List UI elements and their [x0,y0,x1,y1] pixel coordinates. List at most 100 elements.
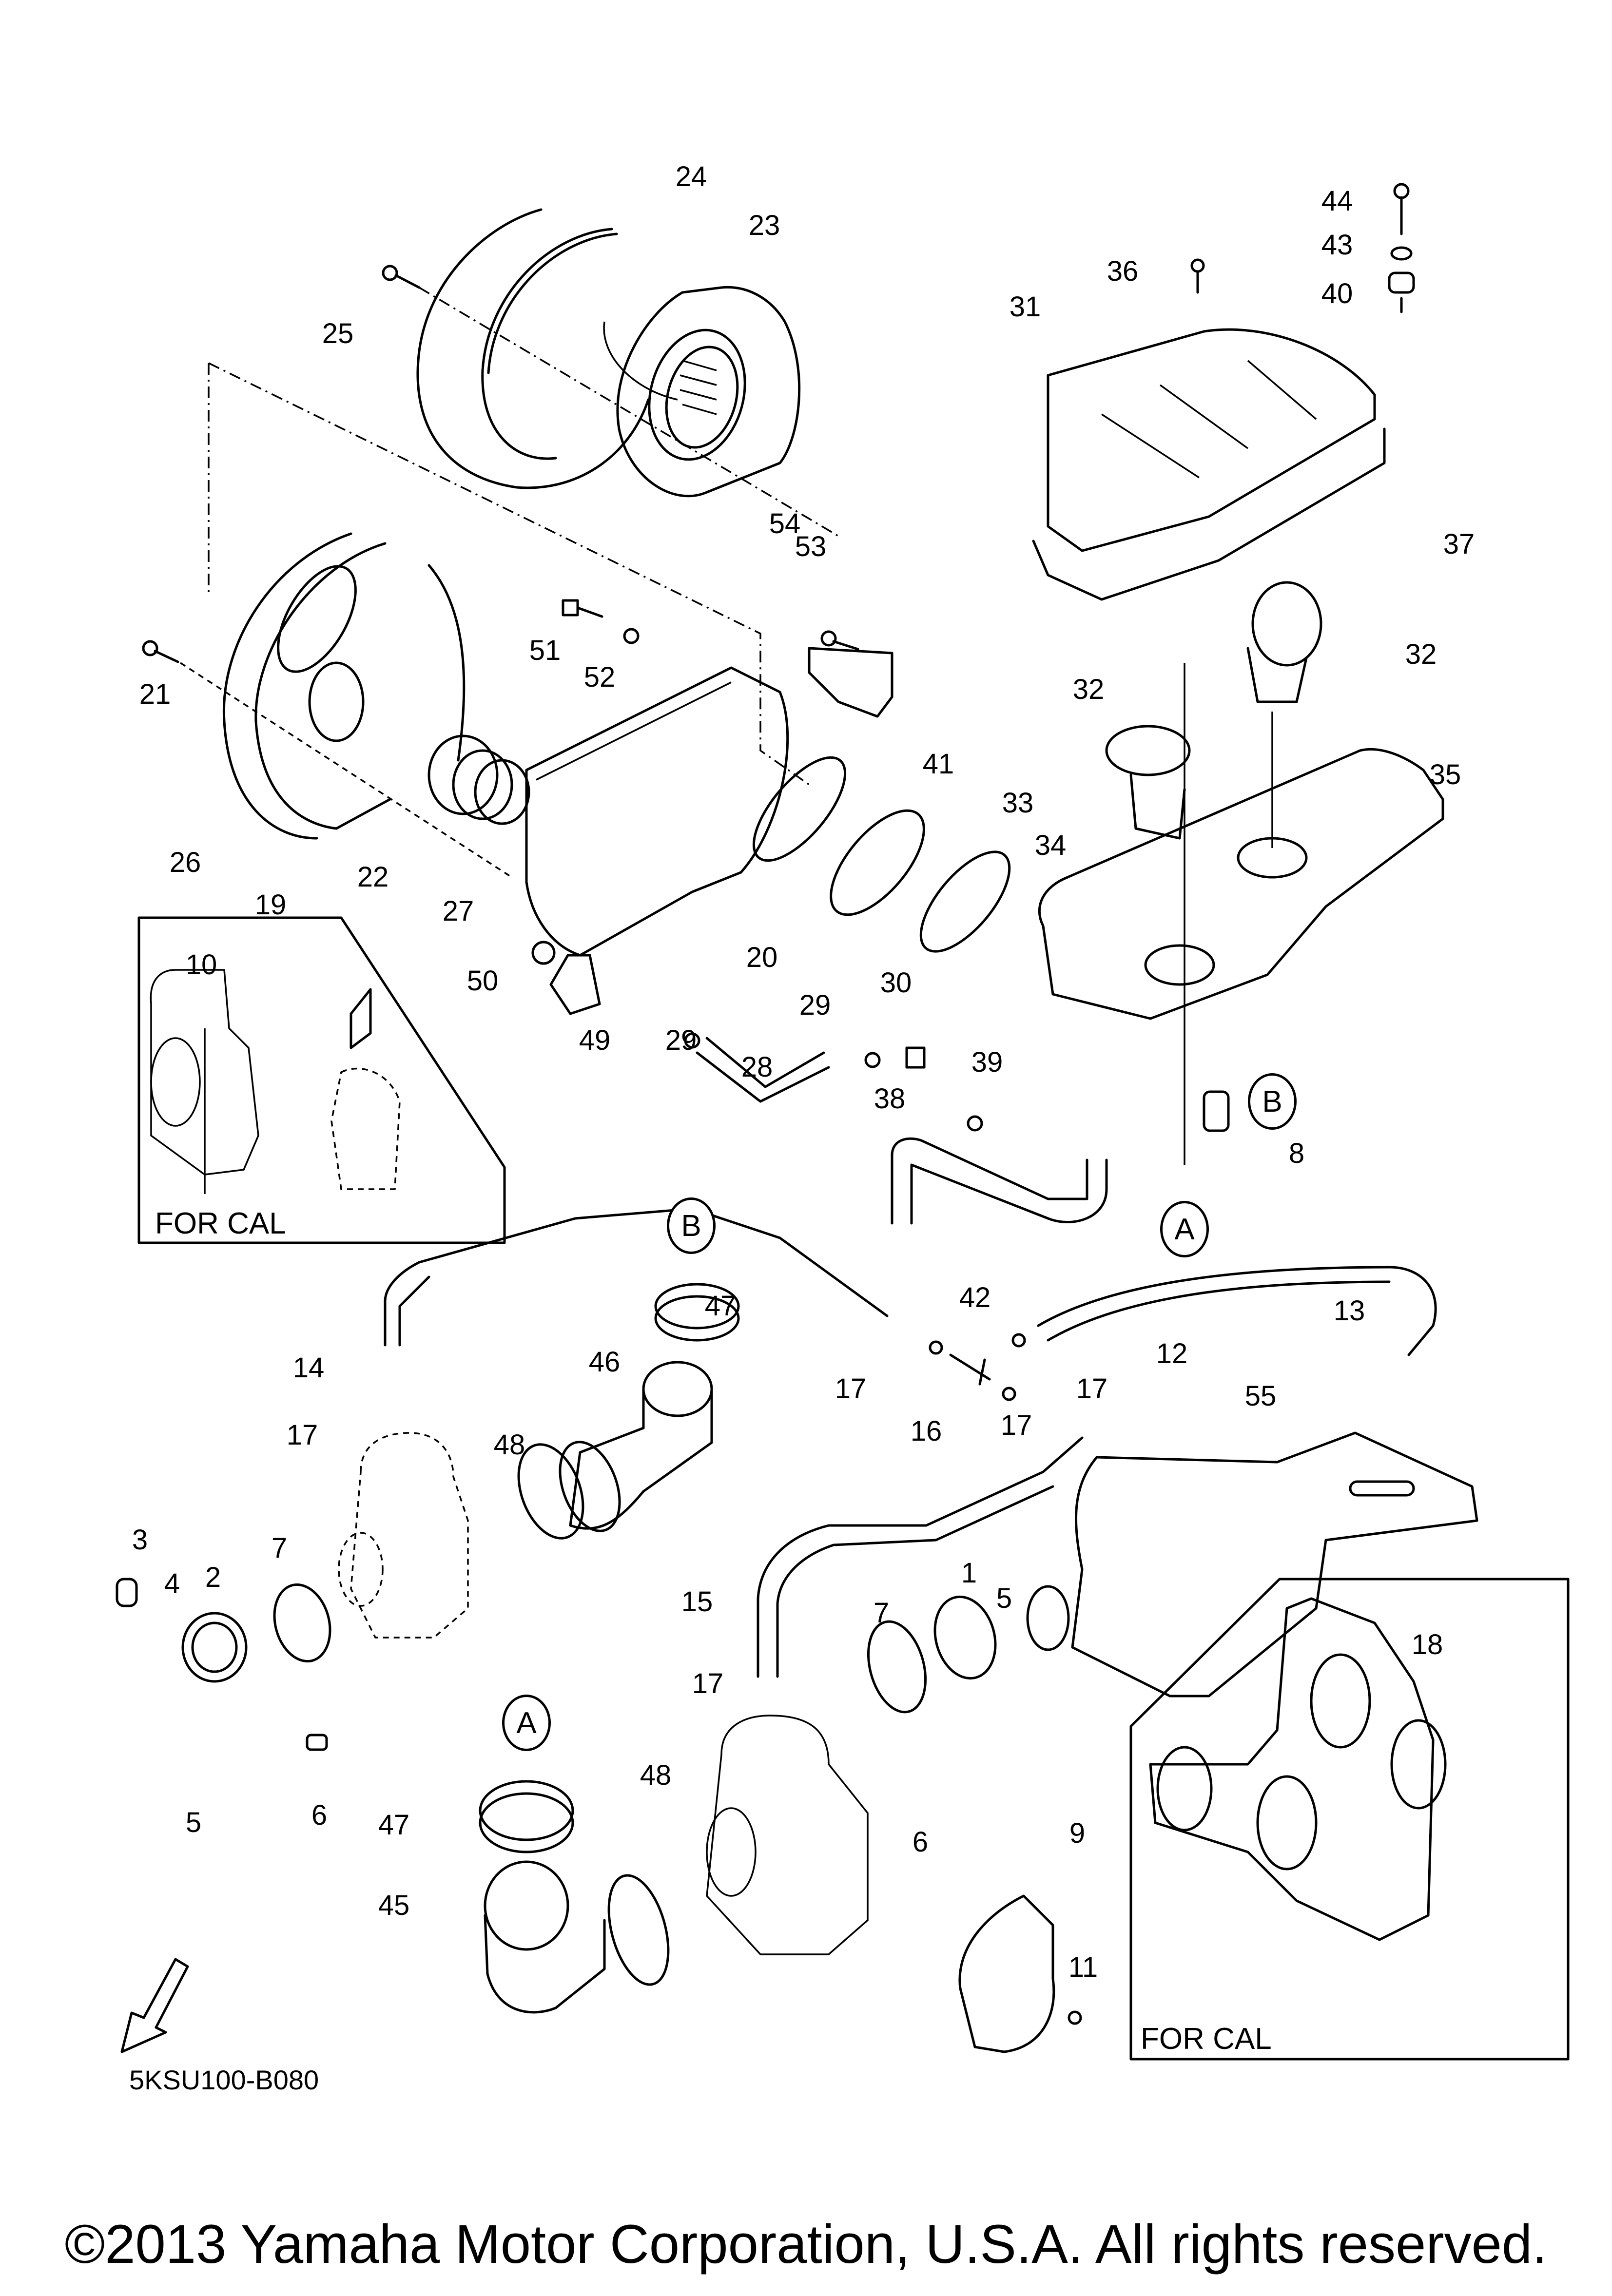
callout-10: 10 [185,949,217,981]
callout-17b: 17 [1076,1373,1108,1405]
callout-16: 16 [910,1415,942,1447]
case-body-35-part [1038,663,1444,1165]
air-cleaner-element-part [616,286,801,498]
callout-37: 37 [1443,528,1475,560]
joint-45-part [484,1860,670,2014]
callout-9: 9 [1069,1817,1086,1849]
callout-6b: 6 [912,1826,929,1858]
callout-5a: 5 [996,1582,1012,1614]
callout-14: 14 [292,1352,325,1384]
band-47-lower-part [479,1780,574,1853]
callout-33: 33 [1002,787,1034,819]
callout-6a: 6 [311,1799,328,1831]
joint-22-part [427,734,530,825]
callout-29a: 29 [665,1024,697,1056]
inset-left-frame [137,916,506,1244]
callout-38: 38 [874,1083,906,1115]
drawing-code: 5KSU100-B080 [129,2064,319,2095]
callout-12: 12 [1156,1338,1188,1370]
callout-35: 35 [1429,759,1461,791]
vacuum-hose-14-part [384,1207,889,1347]
callout-51: 51 [529,635,561,666]
callout-2: 2 [205,1562,221,1593]
callout-17e: 17 [692,1668,724,1699]
callout-40: 40 [1321,278,1353,309]
callout-27: 27 [442,895,474,927]
vacuum-hose-15-part [757,1436,1084,1678]
inset-right-frame [1129,1578,1570,2061]
carburetor-right-part [706,1715,869,1955]
callout-36: 36 [1107,255,1139,287]
callout-46: 46 [588,1346,621,1378]
callout-47a: 47 [704,1290,737,1322]
connector-B-upper: B [1248,1073,1297,1130]
callout-7b: 7 [873,1597,890,1629]
callout-45: 45 [378,1890,410,1921]
callout-15: 15 [681,1586,713,1618]
connector-B-lower: B [667,1197,716,1254]
hose-28-part [684,1032,926,1103]
callout-17c: 17 [1000,1409,1032,1441]
callout-55: 55 [1244,1380,1277,1412]
callout-24: 24 [675,161,707,193]
callout-43: 43 [1321,229,1353,261]
callout-32b: 32 [1405,638,1437,670]
callout-26: 26 [169,847,201,878]
fwd-arrow-icon [120,1958,189,2053]
bolt-36-part [1190,258,1205,294]
air-cleaner-cover-part [416,208,678,489]
callout-7a: 7 [271,1532,288,1564]
callout-39: 39 [971,1046,1003,1078]
callout-47b: 47 [378,1809,410,1841]
callout-30: 30 [880,967,912,999]
inset-right-label: FOR CAL [1141,2022,1272,2056]
callout-31: 31 [1009,291,1041,323]
assembly-line [208,362,810,786]
callout-25: 25 [322,318,354,349]
callout-41: 41 [922,748,954,780]
callout-44: 44 [1321,185,1353,217]
band-47-part [654,1283,740,1342]
damper-49-part [531,941,601,1015]
callout-48a: 48 [493,1429,525,1461]
callout-5b: 5 [185,1807,202,1838]
copyright-notice: ©2013 Yamaha Motor Corporation, U.S.A. A… [64,2214,1548,2275]
joint-33-part [752,756,1011,953]
joint-32-part [1105,581,1322,840]
callout-18: 18 [1411,1629,1443,1660]
callout-42: 42 [959,1282,991,1313]
callout-32a: 32 [1072,674,1105,705]
case-cover-31-part [1032,328,1386,601]
callout-19: 19 [254,889,287,921]
gasket-18-part [1149,1597,1447,1941]
joint-16-part [929,1333,1026,1401]
callout-52: 52 [583,661,616,693]
callout-1: 1 [961,1557,977,1589]
air-cleaner-case-part [525,666,789,957]
cover-9-part [958,1894,1082,2053]
callout-22: 22 [357,861,389,893]
connector-A-lower: A [502,1695,551,1751]
air-cleaner-cap-part [222,532,466,840]
bolt-51-part [562,599,640,644]
callout-13: 13 [1333,1295,1365,1327]
joint-46-part [559,1361,713,1532]
carburetor-inset-part [150,969,401,1194]
callout-8: 8 [1288,1138,1305,1169]
callout-54: 54 [769,508,801,540]
callout-3: 3 [132,1524,148,1556]
callout-4: 4 [164,1568,180,1600]
plate-55-part [1071,1431,1478,1698]
hose-38-part [891,1090,1230,1225]
callout-48b: 48 [640,1759,672,1791]
connector-A-upper: A [1160,1201,1209,1257]
callout-29b: 29 [799,989,831,1021]
callout-11: 11 [1068,1951,1098,1983]
carburetor-left-part [338,1432,469,1639]
inset-left-label: FOR CAL [155,1207,286,1240]
holder-2-part [116,1578,331,1751]
callout-53: 53 [795,531,827,562]
bracket-53-part [808,630,893,718]
